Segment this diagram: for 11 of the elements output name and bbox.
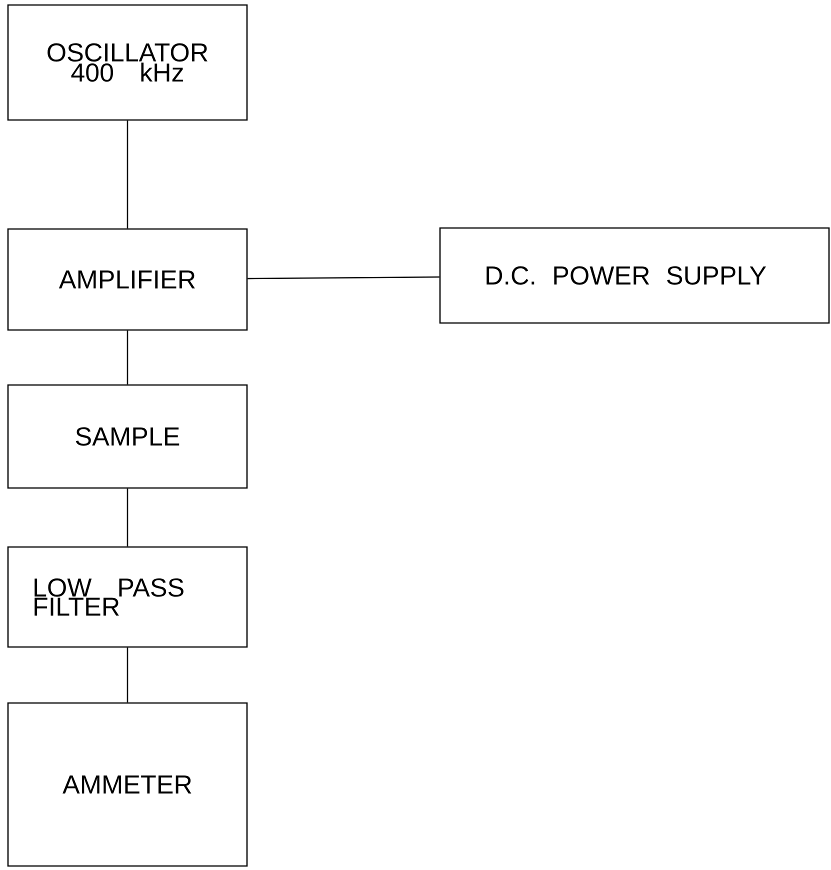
connector-line	[126, 330, 128, 384]
process-box: AMPLIFIER	[7, 228, 248, 331]
process-box: SAMPLE	[7, 384, 248, 489]
process-box: OSCILLATOR 400 kHz	[7, 4, 248, 121]
process-box: LOW PASS FILTER	[7, 546, 248, 648]
connector-line	[126, 488, 128, 546]
connector-line	[248, 276, 440, 280]
connector-line	[126, 120, 128, 228]
process-box: AMMETER	[7, 702, 248, 867]
process-box: D.C. POWER SUPPLY	[439, 227, 830, 324]
connector-line	[126, 648, 128, 702]
